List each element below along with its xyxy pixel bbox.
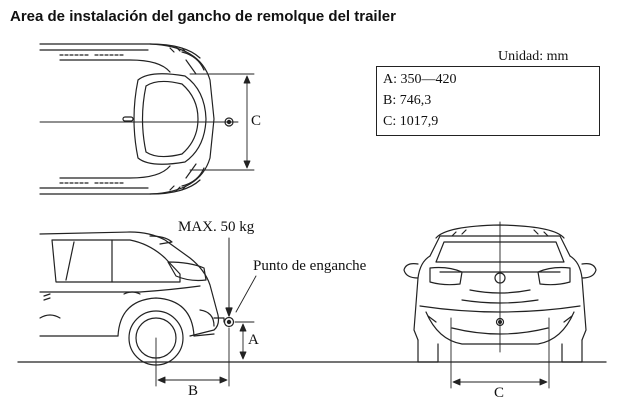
spec-b: B: 746,3: [383, 93, 432, 108]
rear-hitch-mark: [495, 317, 505, 327]
side-a-label: A: [248, 332, 259, 348]
spec-c: C: 1017,9: [383, 114, 439, 129]
rear-dim-c: [450, 317, 550, 389]
top-dim-c: [189, 73, 255, 171]
top-view-car: [39, 43, 215, 195]
page-title: Area de instalación del gancho de remolq…: [10, 8, 396, 25]
spec-box: A: 350—420 B: 746,3 C: 1017,9: [376, 66, 600, 136]
hitch-point-label: Punto de enganche: [253, 258, 367, 274]
rear-c-label: C: [494, 385, 505, 401]
unit-label: Unidad: mm: [498, 49, 569, 64]
hitch-leader: [235, 275, 257, 313]
spec-a: A: 350—420: [383, 72, 457, 87]
top-view-c-label: C: [251, 113, 262, 129]
side-dim-b: [155, 327, 230, 387]
max-load-arrow: [225, 237, 233, 317]
side-b-label: B: [188, 383, 199, 399]
top-hitch-mark: [224, 117, 234, 127]
side-view-car: [39, 231, 220, 366]
side-hitch-mark: [223, 316, 235, 328]
side-dim-a: [234, 321, 255, 360]
max-load-label: MAX. 50 kg: [178, 219, 255, 235]
